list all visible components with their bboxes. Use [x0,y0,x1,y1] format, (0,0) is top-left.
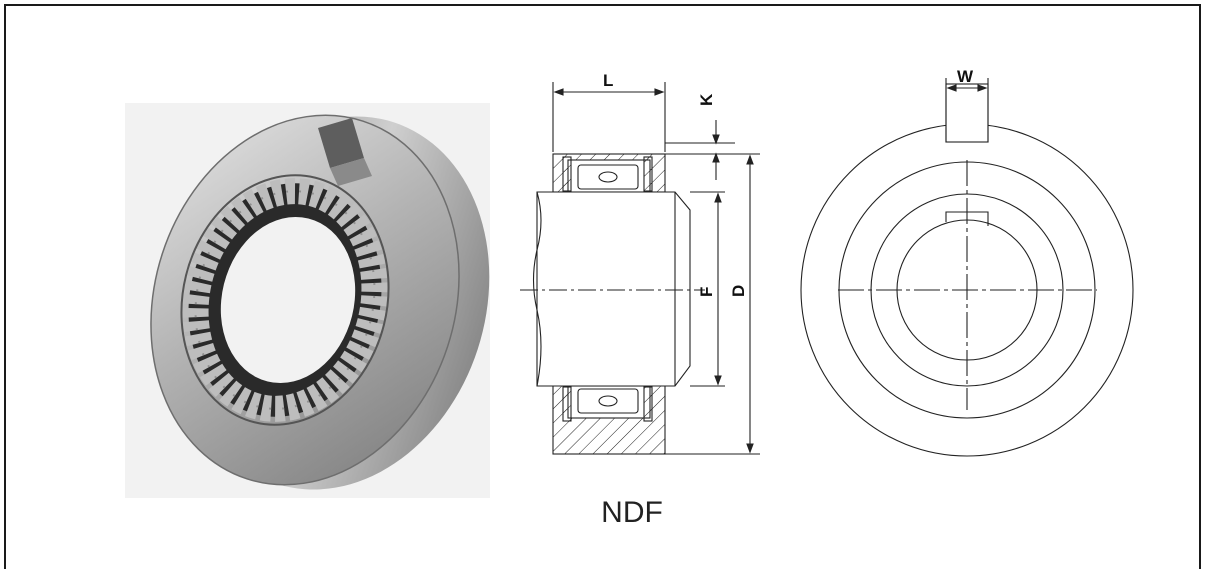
dimension-label-f: F [697,287,716,297]
dimension-label-d: D [729,285,748,297]
model-label: NDF [601,496,663,529]
page-border [4,4,1201,569]
section-view [520,82,760,455]
dimension-label-k: K [697,93,716,106]
front-view [800,78,1134,457]
dimension-label-w: W [957,67,974,86]
shaft-outline [536,191,691,387]
bearing-photo [125,103,490,498]
dimension-label-l: L [603,71,613,90]
